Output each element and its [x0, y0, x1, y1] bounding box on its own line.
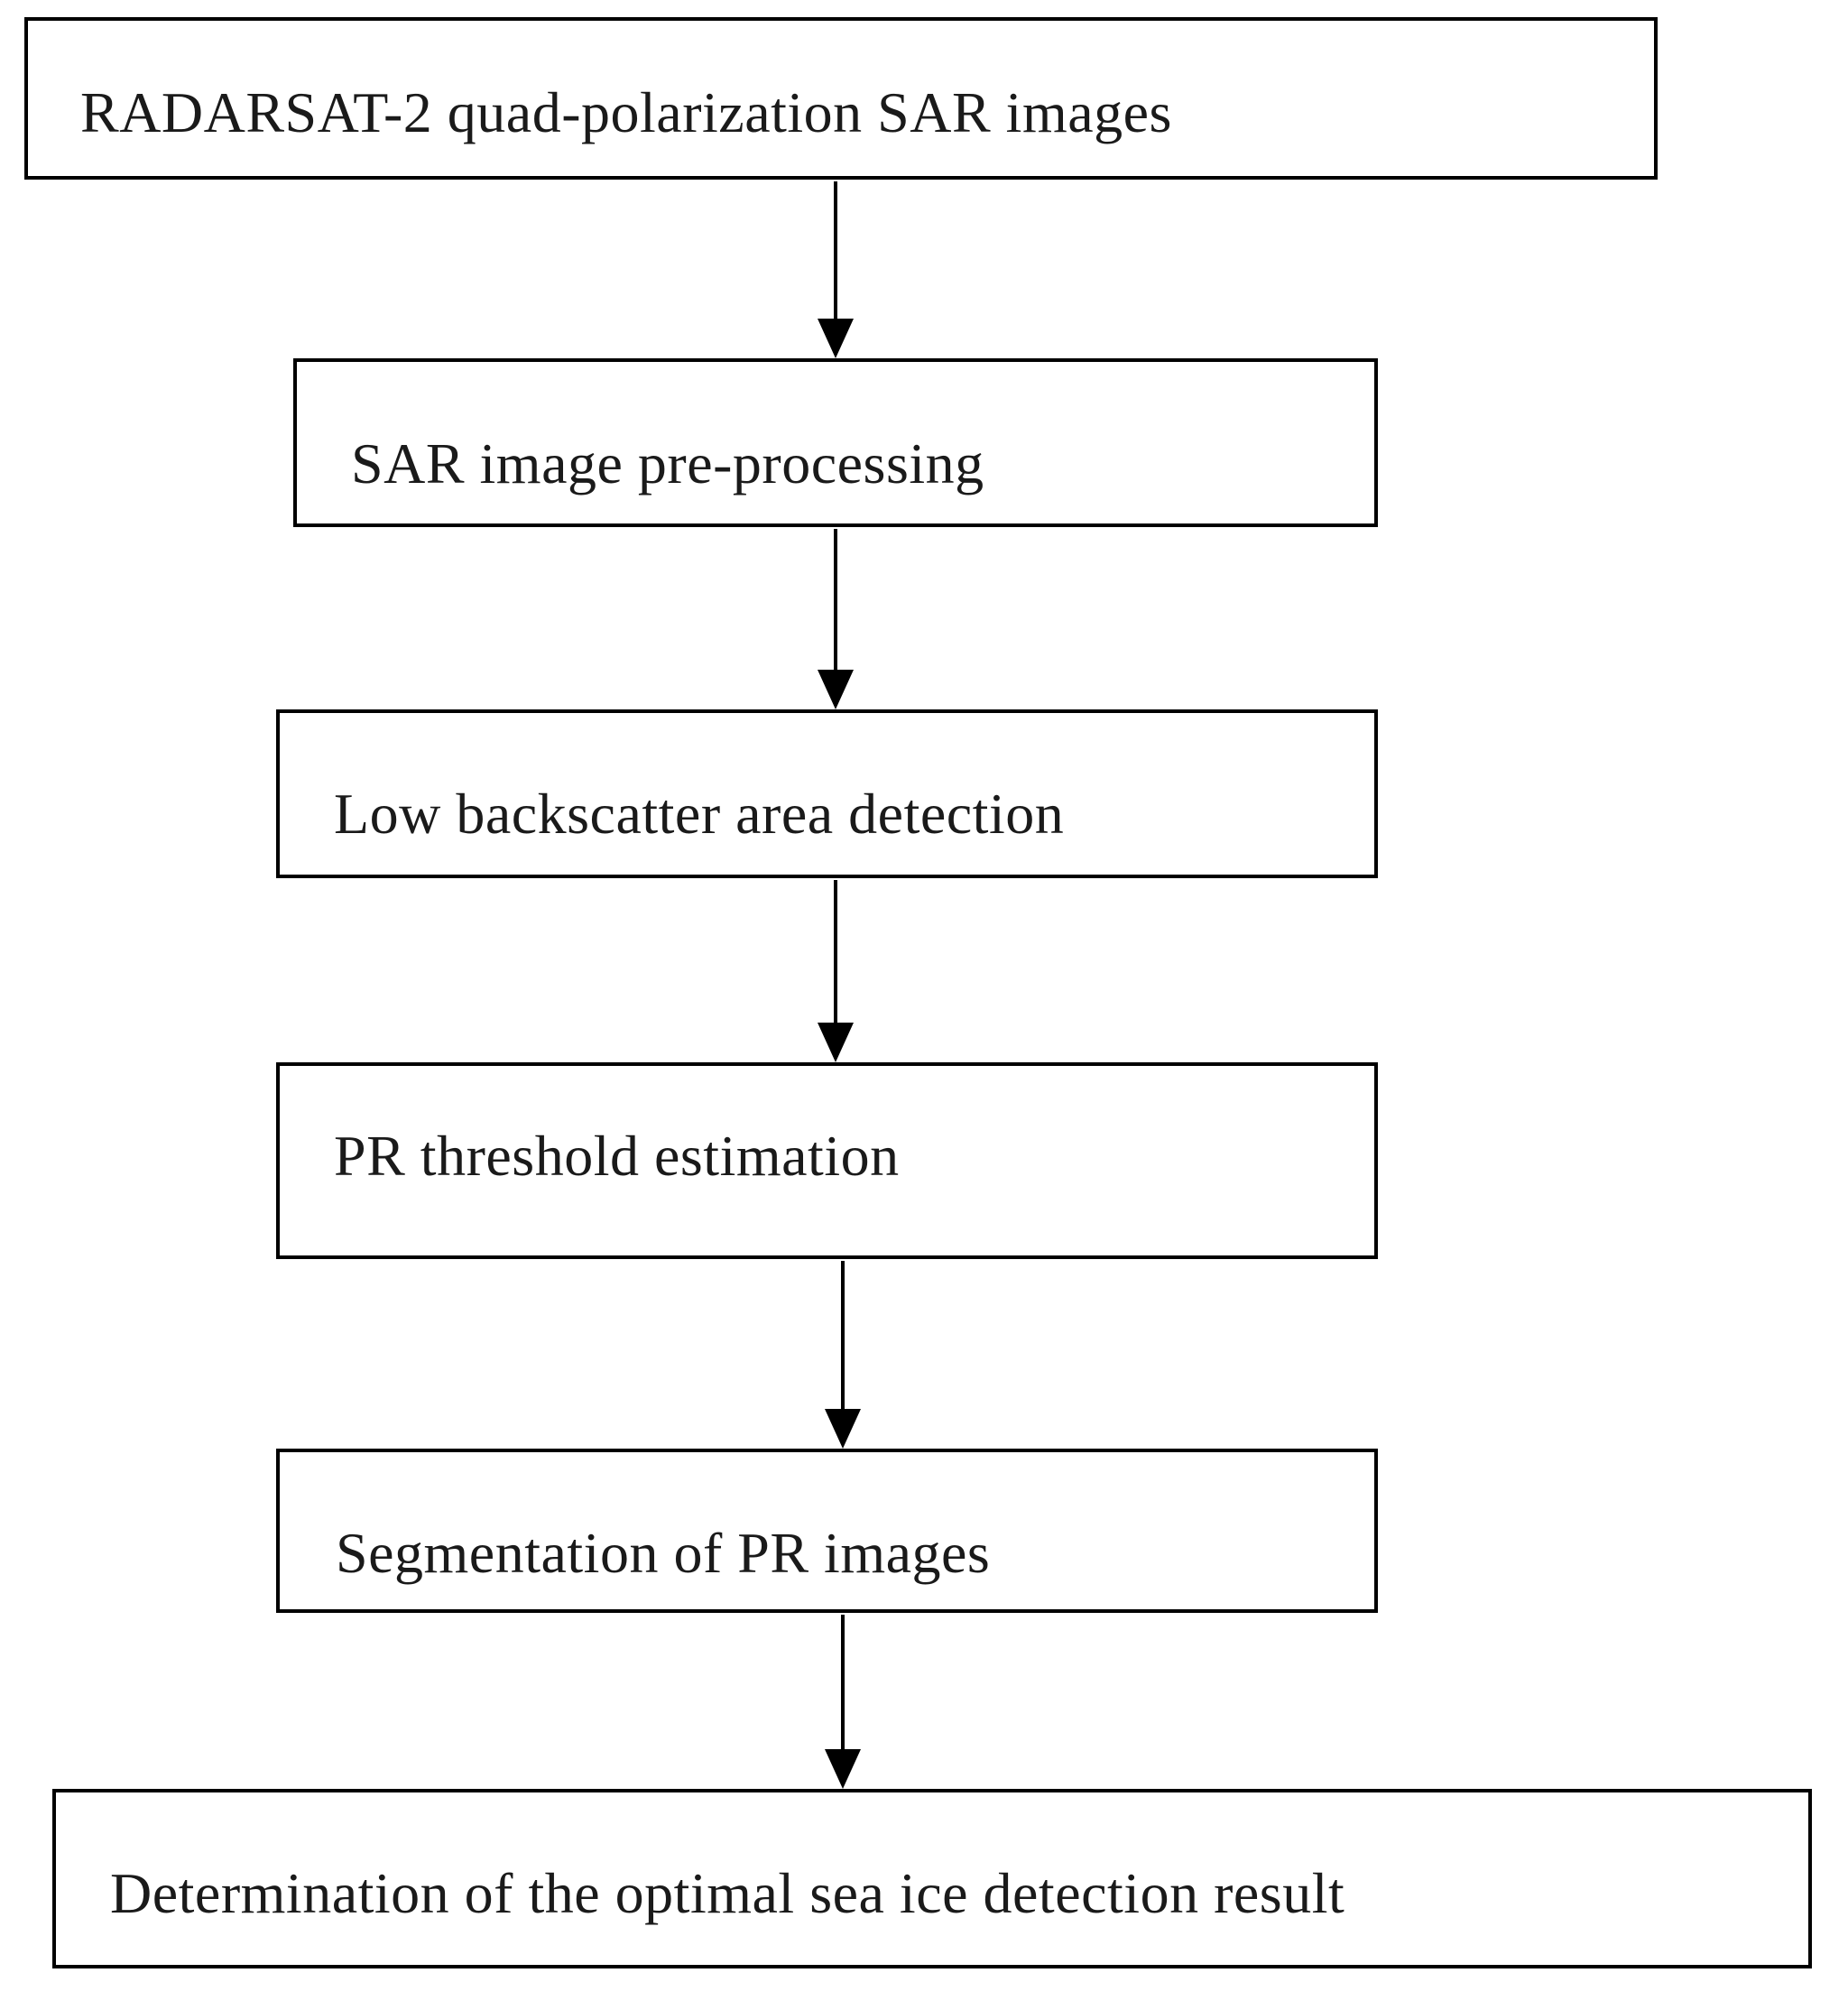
arrow-3: [818, 880, 854, 1062]
arrow-5: [825, 1615, 861, 1789]
step-label-preprocessing: SAR image pre-processing: [351, 431, 984, 496]
step-label-segmentation: Segmentation of PR images: [336, 1521, 991, 1585]
step-label-low-backscatter: Low backscatter area detection: [334, 782, 1065, 846]
step-box-optimal-result: Determination of the optimal sea ice det…: [52, 1789, 1812, 1968]
step-box-sar-images: RADARSAT-2 quad-polarization SAR images: [24, 17, 1658, 180]
arrow-2: [818, 529, 854, 709]
step-box-low-backscatter: Low backscatter area detection: [276, 709, 1378, 878]
step-label-pr-threshold: PR threshold estimation: [334, 1124, 900, 1188]
step-label-optimal-result: Determination of the optimal sea ice det…: [110, 1861, 1345, 1925]
step-box-preprocessing: SAR image pre-processing: [293, 358, 1378, 527]
arrow-1: [818, 181, 854, 358]
step-label-sar-images: RADARSAT-2 quad-polarization SAR images: [80, 80, 1172, 144]
step-box-segmentation: Segmentation of PR images: [276, 1449, 1378, 1613]
arrow-4: [825, 1261, 861, 1449]
step-box-pr-threshold: PR threshold estimation: [276, 1062, 1378, 1259]
